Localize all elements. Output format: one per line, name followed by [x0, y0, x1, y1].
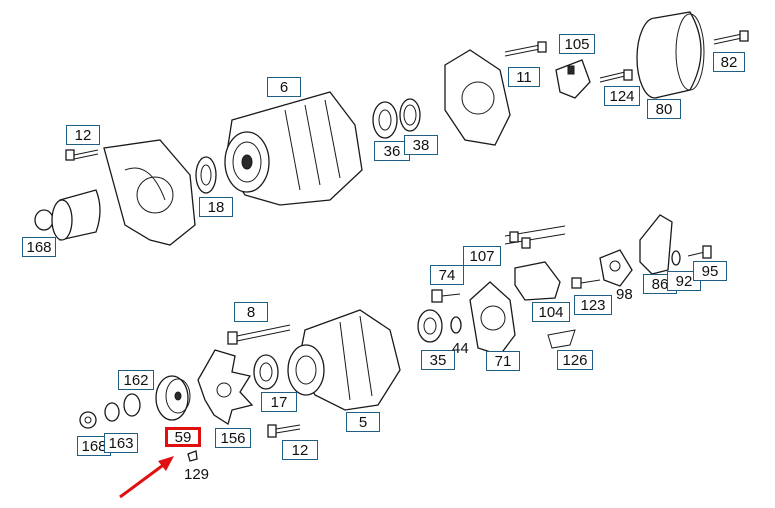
fan-part-156 [197, 349, 254, 426]
callout-95[interactable]: 95 [693, 261, 727, 281]
pulley-part-162 [155, 375, 191, 421]
red-pointer-arrow [119, 456, 174, 499]
callout-162[interactable]: 162 [118, 370, 154, 390]
callout-12-lower[interactable]: 12 [282, 440, 318, 460]
bearing-part-17 [253, 354, 279, 390]
bracket-part-98 [599, 249, 633, 287]
callout-163[interactable]: 163 [104, 433, 138, 453]
callout-59-highlighted[interactable]: 59 [165, 427, 201, 447]
bearing-part-35 [417, 309, 443, 343]
bolt-part-123 [571, 277, 601, 289]
callout-12-upper[interactable]: 12 [66, 125, 100, 145]
rear-bracket-part [103, 139, 196, 246]
label-129: 129 [184, 466, 210, 483]
callout-18[interactable]: 18 [199, 197, 233, 217]
callout-92[interactable]: 92 [667, 271, 701, 291]
callout-6[interactable]: 6 [267, 77, 301, 97]
bearing-part-18 [195, 156, 217, 194]
brush-holder-part-86 [639, 214, 673, 275]
callout-17[interactable]: 17 [261, 392, 297, 412]
wire-part-107 [504, 225, 566, 249]
label-44: 44 [452, 340, 469, 357]
callout-71[interactable]: 71 [486, 351, 520, 371]
callout-8[interactable]: 8 [234, 302, 268, 322]
alternator-part-5 [287, 309, 401, 411]
clip-part-126 [547, 329, 576, 349]
label-98: 98 [616, 286, 633, 303]
bolt-part-11 [504, 41, 547, 57]
callout-74[interactable]: 74 [430, 265, 464, 285]
ring-part-44 [450, 316, 462, 334]
nut-part-168-lower [79, 411, 97, 429]
callout-124[interactable]: 124 [604, 86, 640, 106]
pulley-ring-part-80 [636, 11, 705, 99]
callout-126[interactable]: 126 [557, 350, 593, 370]
bearing-part-36 [372, 101, 398, 139]
end-cap-part-168-upper [34, 189, 101, 241]
callout-107[interactable]: 107 [463, 246, 501, 266]
bolt-part-74 [431, 289, 461, 303]
bolt-part-12-lower [267, 424, 301, 438]
callout-156[interactable]: 156 [215, 428, 251, 448]
callout-123[interactable]: 123 [574, 295, 612, 315]
callout-5[interactable]: 5 [346, 412, 380, 432]
callout-38[interactable]: 38 [404, 135, 438, 155]
bolt-part-82 [713, 30, 749, 45]
bolt-part-124 [599, 69, 633, 83]
ring-part-38 [399, 98, 421, 132]
bolt-part-12-upper [65, 149, 99, 161]
alternator-part-6 [224, 91, 363, 206]
callout-104[interactable]: 104 [532, 302, 570, 322]
bolt-part-95 [687, 245, 712, 259]
rectifier-part-104 [514, 261, 561, 301]
callout-35[interactable]: 35 [421, 350, 455, 370]
callout-168-upper[interactable]: 168 [22, 237, 56, 257]
rear-housing-part-71 [469, 281, 516, 356]
clip-part-92 [671, 250, 681, 266]
callout-11[interactable]: 11 [508, 67, 540, 87]
bolt-part-8 [227, 324, 291, 345]
callout-82[interactable]: 82 [713, 52, 745, 72]
washer-part-163 [104, 393, 141, 422]
clip-part-129 [187, 450, 198, 462]
front-housing-part [444, 49, 511, 146]
callout-80[interactable]: 80 [647, 99, 681, 119]
regulator-part-105 [555, 59, 591, 99]
callout-105[interactable]: 105 [559, 34, 595, 54]
